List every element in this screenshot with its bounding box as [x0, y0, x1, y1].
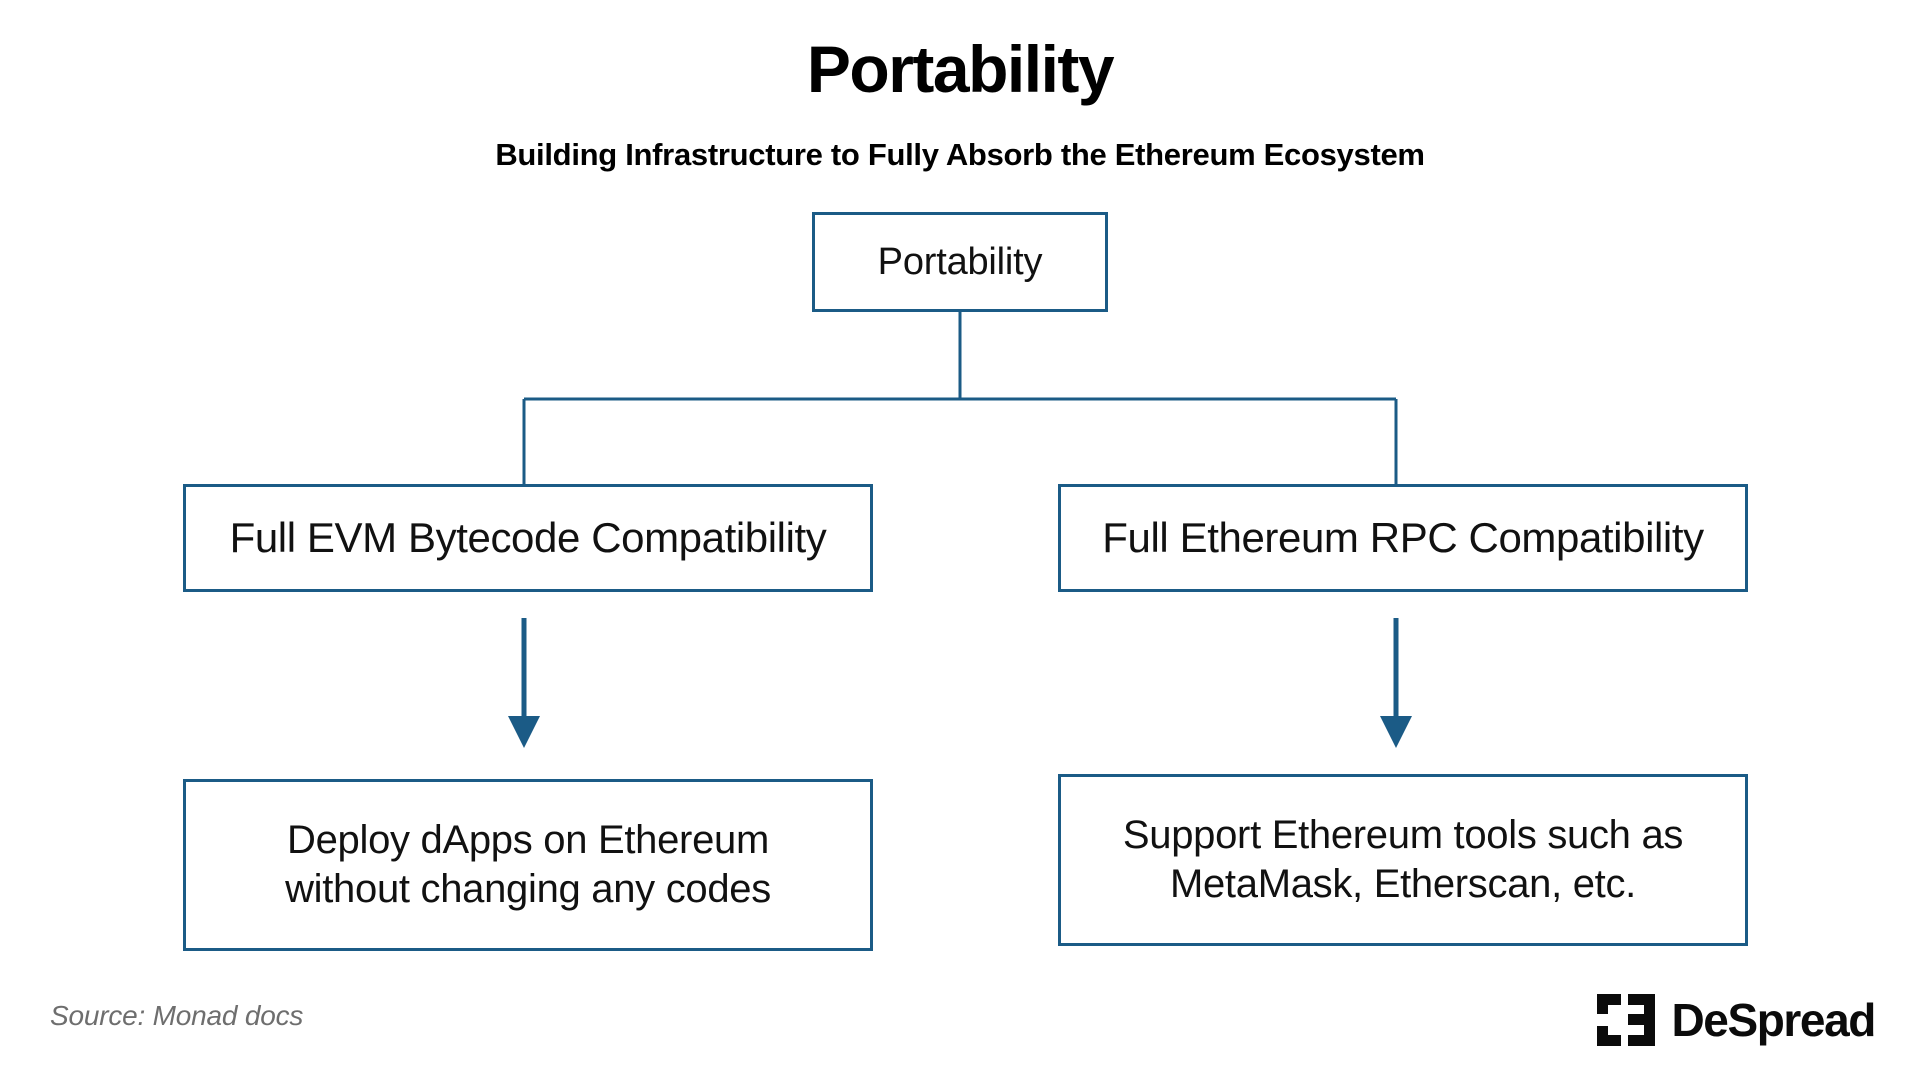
node-portability-label: Portability: [877, 240, 1043, 283]
node-full-evm-bytecode-compatibility[interactable]: Full EVM Bytecode Compatibility: [183, 484, 873, 592]
despread-logo-mark: [1597, 994, 1656, 1046]
despread-brand: DeSpread: [1597, 994, 1876, 1046]
despread-brand-name: DeSpread: [1671, 994, 1876, 1046]
node-support-ethereum-tools[interactable]: Support Ethereum tools such as MetaMask,…: [1058, 774, 1748, 946]
edge-evm-to-deploy: [508, 618, 540, 748]
node-deploy-dapps-on-ethereum[interactable]: Deploy dApps on Ethereum without changin…: [183, 779, 873, 951]
node-portability[interactable]: Portability: [812, 212, 1108, 312]
node-deploy-dapps-on-ethereum-label: Deploy dApps on Ethereum without changin…: [285, 818, 771, 911]
edge-rpc-to-tools: [1380, 618, 1412, 748]
node-full-evm-bytecode-compatibility-label: Full EVM Bytecode Compatibility: [229, 514, 827, 562]
source-caption: Source: Monad docs: [50, 1000, 304, 1031]
page-subtitle: Building Infrastructure to Fully Absorb …: [495, 137, 1425, 172]
node-full-ethereum-rpc-compatibility[interactable]: Full Ethereum RPC Compatibility: [1058, 484, 1748, 592]
node-full-ethereum-rpc-compatibility-label: Full Ethereum RPC Compatibility: [1102, 514, 1704, 562]
node-support-ethereum-tools-label: Support Ethereum tools such as MetaMask,…: [1122, 813, 1684, 906]
page-title: Portability: [806, 32, 1115, 106]
